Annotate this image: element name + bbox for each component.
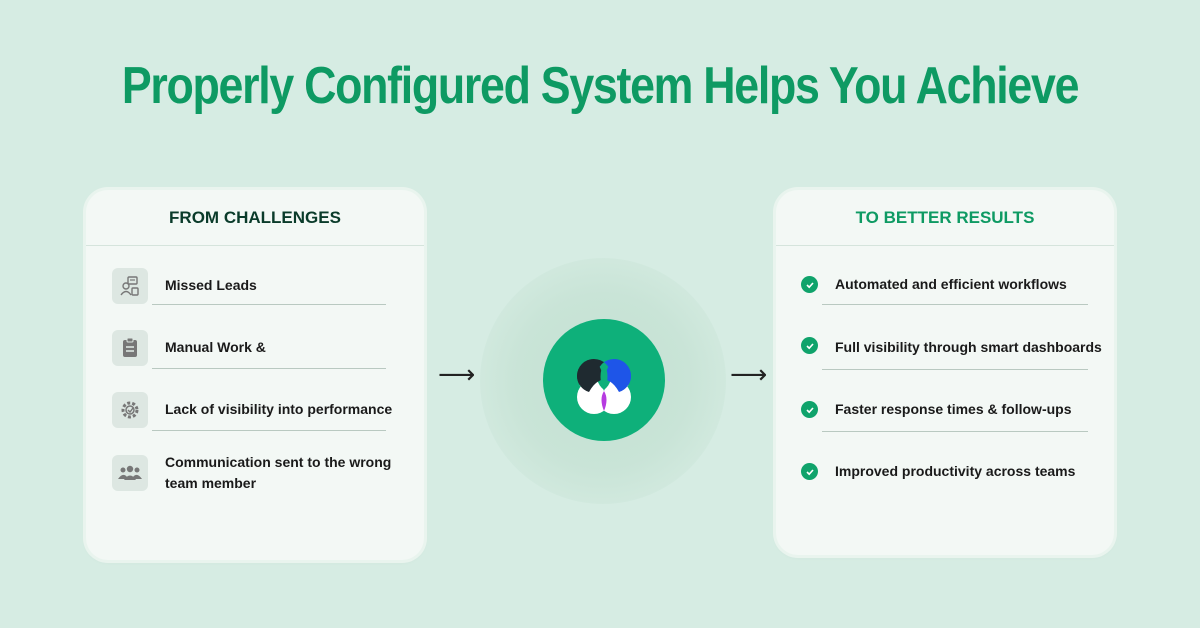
check-circle-icon bbox=[801, 401, 818, 418]
divider bbox=[822, 304, 1088, 305]
divider bbox=[822, 369, 1088, 370]
clipboard-icon bbox=[112, 330, 148, 366]
divider bbox=[152, 430, 386, 431]
divider bbox=[152, 304, 386, 305]
results-header: TO BETTER RESULTS bbox=[776, 190, 1114, 246]
challenge-label: Lack of visibility into performance bbox=[165, 401, 393, 417]
arrow-right-icon: ⟶ bbox=[438, 359, 476, 389]
challenge-label: Communication sent to the wrong team mem… bbox=[165, 454, 392, 491]
challenges-card: FROM CHALLENGES Missed Leads Manual Work… bbox=[86, 190, 424, 560]
venn-logo-icon bbox=[577, 359, 631, 414]
challenge-label: Missed Leads bbox=[165, 277, 257, 293]
divider bbox=[822, 431, 1088, 432]
challenges-header: FROM CHALLENGES bbox=[86, 190, 424, 246]
challenge-label: Manual Work & bbox=[165, 339, 266, 355]
result-label: Full visibility through smart dashboards bbox=[835, 339, 1102, 355]
logo bbox=[543, 319, 665, 441]
results-card: TO BETTER RESULTS Automated and efficien… bbox=[776, 190, 1114, 555]
arrow-right-icon: ⟶ bbox=[730, 359, 768, 389]
check-circle-icon bbox=[801, 337, 818, 354]
check-circle-icon bbox=[801, 463, 818, 480]
result-label: Improved productivity across teams bbox=[835, 463, 1076, 479]
divider bbox=[152, 368, 386, 369]
result-label: Faster response times & follow-ups bbox=[835, 401, 1072, 417]
page-title: Properly Configured System Helps You Ach… bbox=[121, 57, 1080, 115]
gear-performance-icon bbox=[112, 392, 148, 428]
check-circle-icon bbox=[801, 276, 818, 293]
team-icon bbox=[112, 455, 148, 491]
result-label: Automated and efficient workflows bbox=[835, 276, 1067, 292]
lead-profile-icon bbox=[112, 268, 148, 304]
